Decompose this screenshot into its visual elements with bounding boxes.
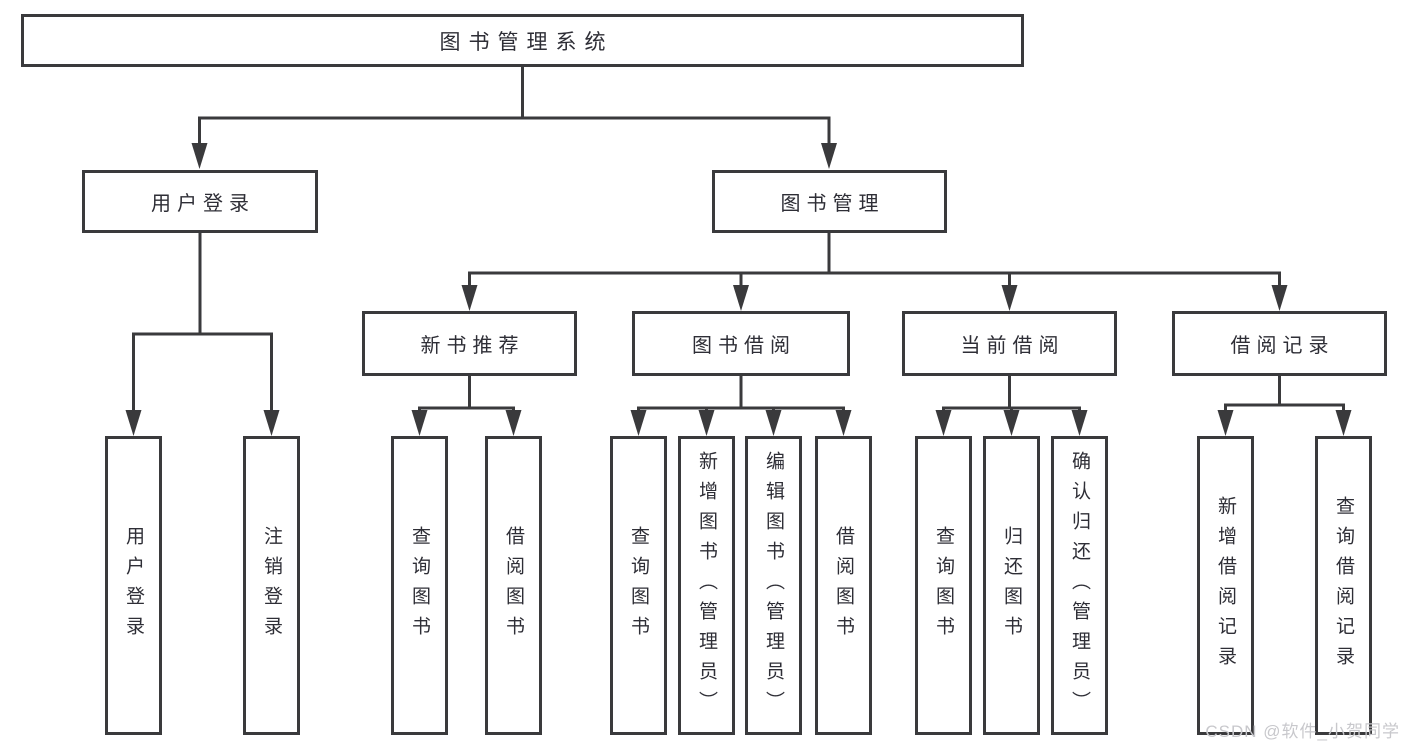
leaf-logout-label: 注销登录 [261, 525, 282, 646]
leaf-add-borrow-record: 新增借阅记录 [1197, 436, 1254, 735]
node-user-login-label: 用户登录 [151, 193, 255, 215]
leaf-borrow-books-2-label: 借阅图书 [833, 525, 854, 646]
node-book-management-label: 图书管理 [780, 193, 885, 215]
leaf-query-books-3: 查询图书 [915, 436, 972, 735]
leaf-edit-book-admin-label: 编辑图书（管理员） [763, 450, 784, 721]
node-user-login: 用户登录 [82, 170, 318, 233]
leaf-add-book-admin: 新增图书（管理员） [678, 436, 735, 735]
node-root: 图书管理系统 [21, 14, 1024, 67]
leaf-query-books-2: 查询图书 [610, 436, 667, 735]
leaf-query-books-2-label: 查询图书 [628, 525, 649, 646]
leaf-user-login-label: 用户登录 [123, 525, 144, 646]
leaf-logout: 注销登录 [243, 436, 300, 735]
leaf-query-books-1: 查询图书 [391, 436, 448, 735]
leaf-edit-book-admin: 编辑图书（管理员） [745, 436, 802, 735]
leaf-return-book: 归还图书 [983, 436, 1040, 735]
leaf-query-borrow-record-label: 查询借阅记录 [1333, 495, 1354, 676]
leaf-borrow-books-1: 借阅图书 [485, 436, 542, 735]
leaf-confirm-return-admin: 确认归还（管理员） [1051, 436, 1108, 735]
node-book-management: 图书管理 [712, 170, 947, 233]
node-book-borrowing: 图书借阅 [632, 311, 850, 376]
leaf-confirm-return-admin-label: 确认归还（管理员） [1069, 450, 1090, 721]
leaf-borrow-books-2: 借阅图书 [815, 436, 872, 735]
node-book-borrowing-label: 图书借阅 [692, 335, 796, 357]
node-borrow-records: 借阅记录 [1172, 311, 1387, 376]
node-new-book-recommend-label: 新书推荐 [420, 335, 525, 357]
leaf-query-books-1-label: 查询图书 [409, 525, 430, 646]
node-current-borrowing: 当前借阅 [902, 311, 1117, 376]
node-borrow-records-label: 借阅记录 [1230, 335, 1335, 357]
leaf-query-books-3-label: 查询图书 [933, 525, 954, 646]
leaf-query-borrow-record: 查询借阅记录 [1315, 436, 1372, 735]
leaf-add-book-admin-label: 新增图书（管理员） [696, 450, 717, 721]
leaf-user-login: 用户登录 [105, 436, 162, 735]
node-root-label: 图书管理系统 [439, 30, 614, 54]
leaf-borrow-books-1-label: 借阅图书 [503, 525, 524, 646]
leaf-add-borrow-record-label: 新增借阅记录 [1215, 495, 1236, 676]
node-current-borrowing-label: 当前借阅 [960, 335, 1065, 357]
csdn-watermark: CSDN @软件_小贺同学 [1205, 722, 1400, 741]
leaf-return-book-label: 归还图书 [1001, 525, 1022, 646]
node-new-book-recommend: 新书推荐 [362, 311, 577, 376]
